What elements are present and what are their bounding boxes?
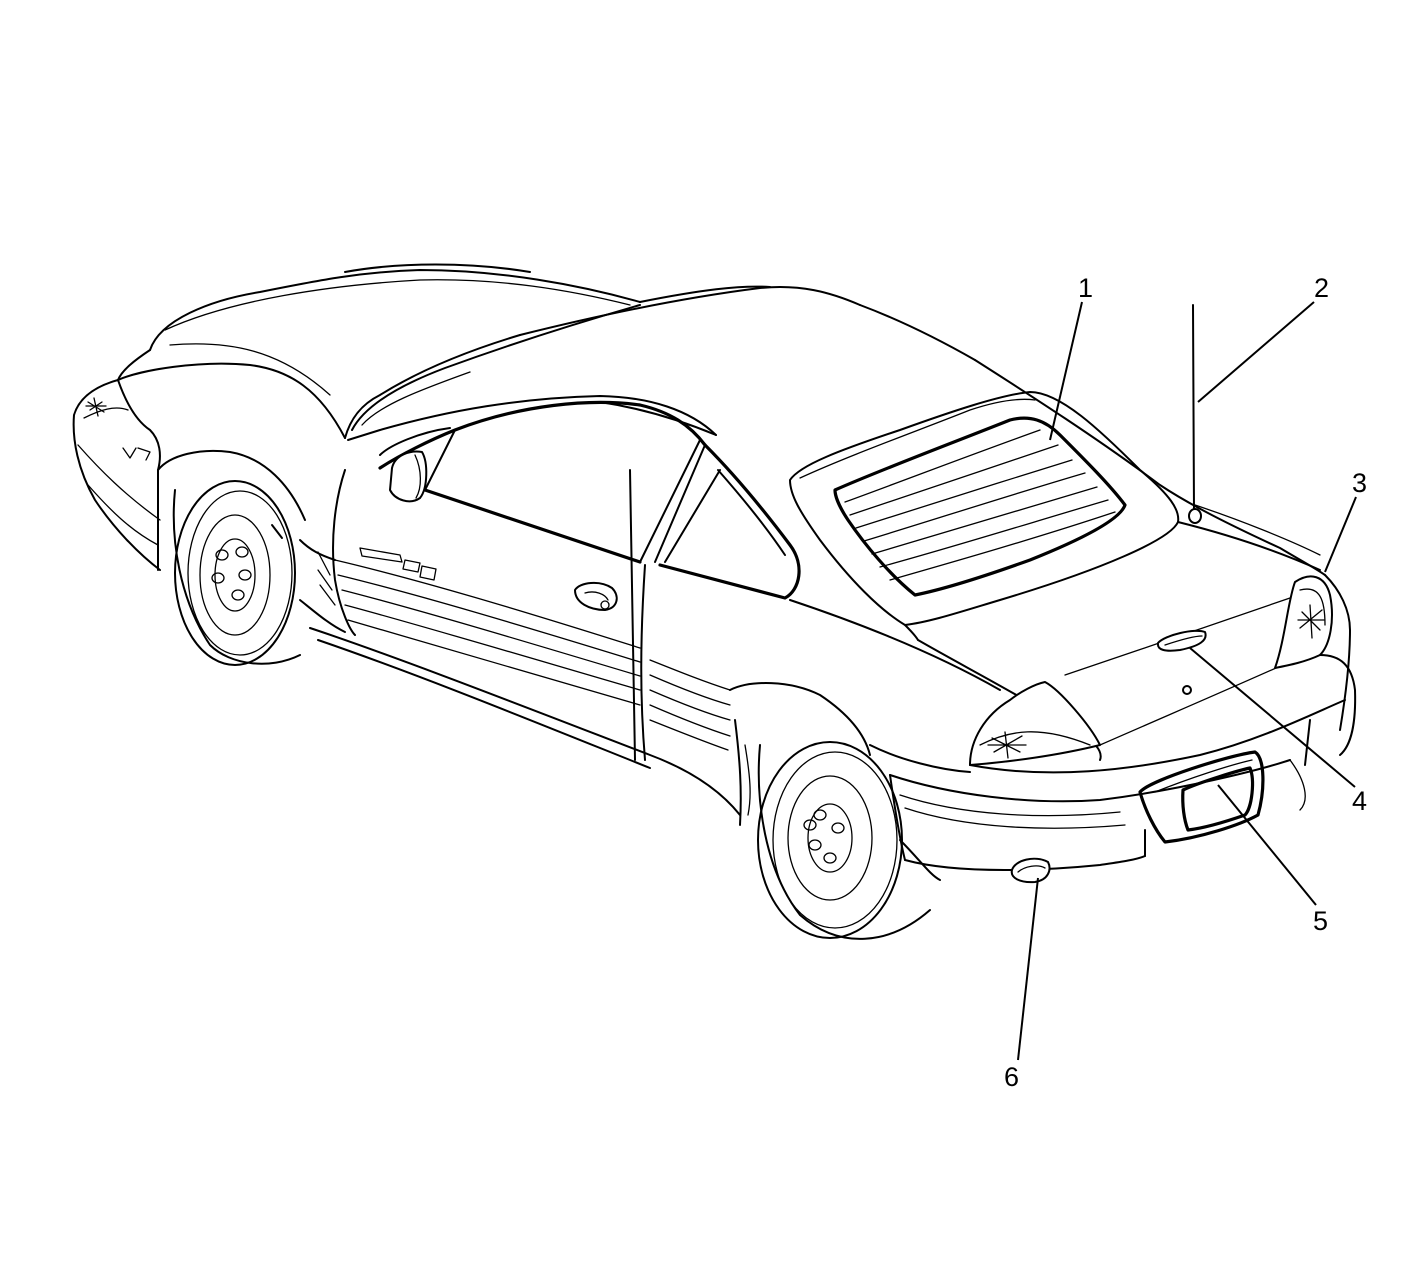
left-tail-lamp xyxy=(969,681,1101,766)
rear-quarter-panel xyxy=(729,599,1001,826)
windshield-and-roof xyxy=(344,285,976,441)
license-plate-area xyxy=(1138,750,1265,844)
decklid xyxy=(917,359,1326,761)
front-marker-lamp-icon xyxy=(85,397,107,417)
hood xyxy=(117,263,641,439)
rear-wheel-lug-nuts-icon xyxy=(803,809,845,864)
v6-badge-icon xyxy=(122,447,151,461)
model-badge-icon xyxy=(359,547,437,581)
callout-2: 2 xyxy=(1314,273,1329,303)
callout-3: 3 xyxy=(1352,468,1367,498)
side-mirror xyxy=(389,450,428,503)
door-handle xyxy=(574,582,618,611)
front-fascia xyxy=(72,379,161,571)
rear-wheel xyxy=(757,741,931,940)
rocker-panel xyxy=(271,524,741,816)
leader-lines xyxy=(1017,301,1357,1061)
leader-line-6 xyxy=(1017,877,1039,1061)
rear-window xyxy=(789,391,1180,641)
tail-lamp-hatch-icon xyxy=(1297,604,1325,639)
callouts: 1 2 3 4 5 6 xyxy=(1004,273,1367,1092)
rear-bumper xyxy=(869,574,1357,881)
leader-line-3 xyxy=(1324,496,1357,573)
callout-1: 1 xyxy=(1078,273,1093,303)
callout-6: 6 xyxy=(1004,1062,1019,1092)
antenna xyxy=(1188,304,1202,524)
high-mount-stop-lamp xyxy=(1156,629,1207,652)
front-wheel xyxy=(157,449,306,666)
front-wheel-lug-nuts-icon xyxy=(211,546,252,601)
door xyxy=(332,400,801,761)
backup-lamp xyxy=(1010,857,1051,884)
leader-line-4 xyxy=(1189,647,1356,788)
leader-line-1 xyxy=(1049,301,1083,441)
tail-lamp-hatch-icon xyxy=(987,731,1027,759)
callout-4: 4 xyxy=(1352,786,1367,816)
callout-5: 5 xyxy=(1313,906,1328,936)
leader-line-5 xyxy=(1217,784,1317,906)
trunk-lock-icon xyxy=(1182,685,1192,695)
leader-line-2 xyxy=(1197,301,1315,403)
